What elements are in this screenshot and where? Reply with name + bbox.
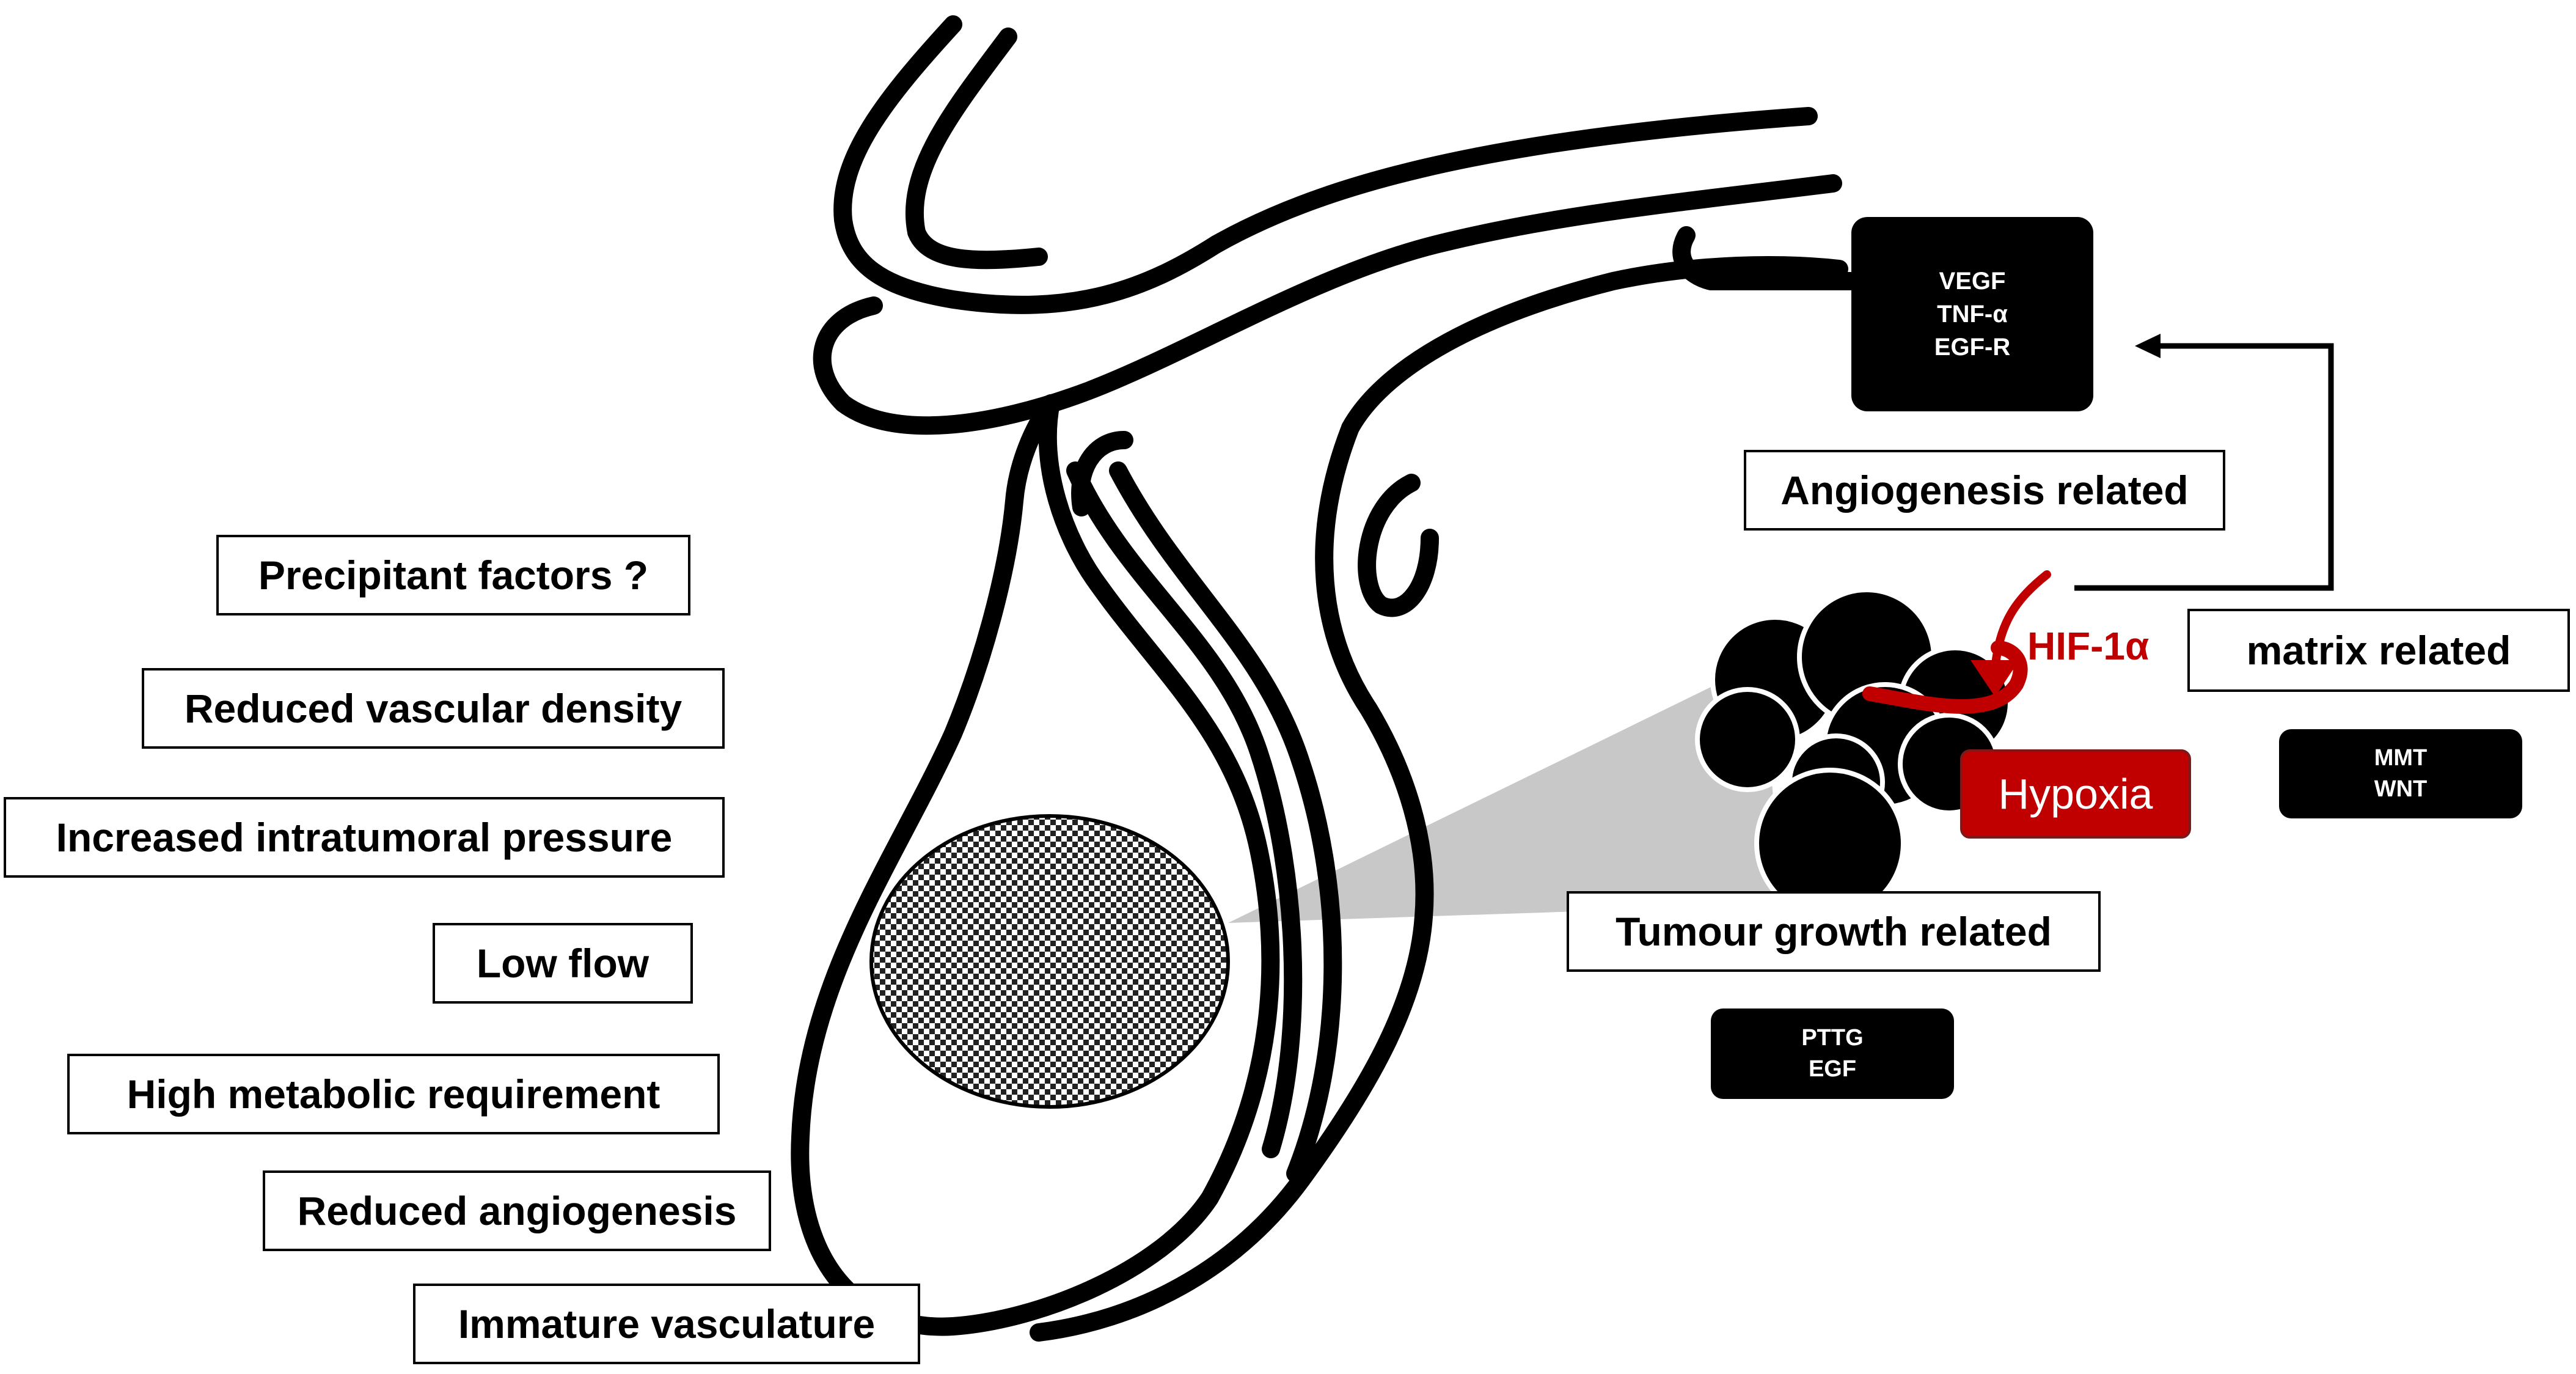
marker-egf: EGF [1808,1056,1857,1082]
marker-box-angiogenesis: VEGF TNF-α EGF-R [1851,217,2093,411]
cell-cluster [1695,587,2013,919]
spotlight-cone [1228,663,1784,923]
hif-arrow-curve [1862,641,2028,714]
marker-box-matrix: MMT WNT [2279,729,2522,818]
connector-arrowhead [2135,334,2161,358]
factor-high-metabolic-requirement: High metabolic requirement [67,1054,720,1134]
marker-tnf-alpha: TNF-α [1937,301,2008,328]
category-tumour-growth-related: Tumour growth related [1567,891,2101,972]
connector-line [2074,343,2334,591]
marker-vegf: VEGF [1939,268,2006,295]
marker-wnt: WNT [2374,776,2428,802]
marker-egf-r: EGF-R [1934,334,2011,361]
hif-arrow-stem [1991,570,2051,677]
marker-mmt: MMT [2374,744,2428,771]
marker-box-tumour-growth: PTTG EGF [1711,1008,1954,1099]
category-matrix-related: matrix related [2187,609,2570,692]
factor-immature-vasculature: Immature vasculature [413,1284,920,1364]
factor-reduced-angiogenesis: Reduced angiogenesis [263,1170,771,1251]
factor-low-flow: Low flow [433,923,693,1004]
factor-increased-intratumoral-pressure: Increased intratumoral pressure [4,797,725,878]
tumour-ellipse [869,814,1230,1109]
factor-reduced-vascular-density: Reduced vascular density [142,668,725,749]
hif-1-alpha-label: HIF-1α [2027,624,2150,668]
hif-arrow-head [1970,660,2019,697]
factor-precipitant-factors: Precipitant factors ? [216,535,690,615]
marker-pttg: PTTG [1801,1024,1864,1051]
biliary-tree-outline [791,15,1861,1342]
hypoxia-badge: Hypoxia [1960,749,2191,839]
category-angiogenesis-related: Angiogenesis related [1744,450,2225,531]
